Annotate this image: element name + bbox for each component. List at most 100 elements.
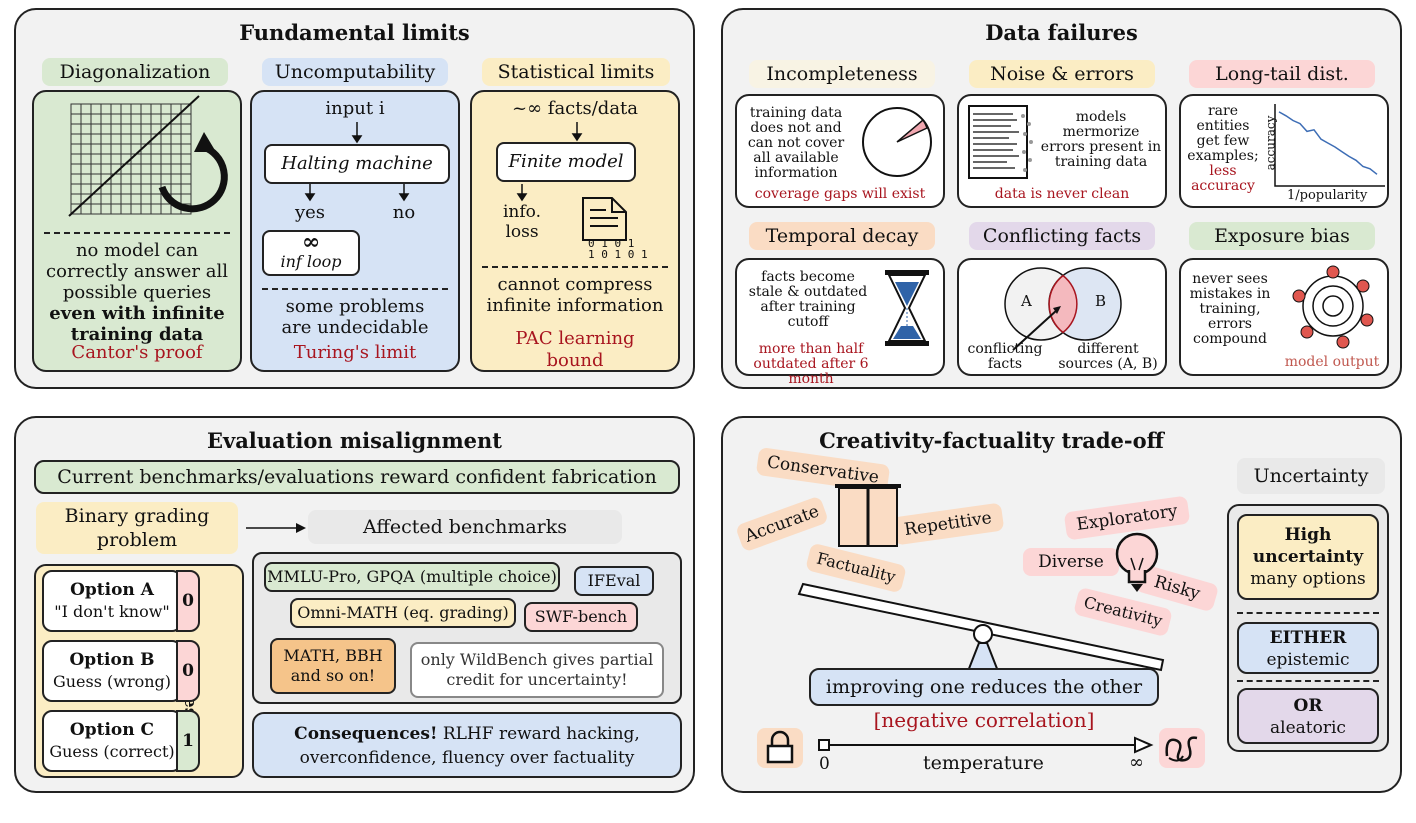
option-a-score: 0 bbox=[176, 570, 200, 632]
diagonalization-text: no model can correctly answer all possib… bbox=[38, 240, 236, 345]
temporal-card: facts become stale & outdated after trai… bbox=[735, 258, 945, 387]
eval-banner: Current benchmarks/evaluations reward co… bbox=[34, 460, 680, 494]
pie-icon bbox=[862, 107, 932, 177]
lightbulb-icon bbox=[1115, 532, 1159, 592]
affected-benchmarks-label: Affected benchmarks bbox=[308, 510, 622, 544]
noise-card: models mermorize errors present in train… bbox=[957, 94, 1167, 208]
lock-icon bbox=[757, 728, 803, 768]
panel-title: Creativity-factuality trade-off bbox=[819, 428, 1164, 453]
or-text: aleatoric bbox=[1270, 718, 1346, 738]
conflicting-card: A B conflicting facts different sources … bbox=[957, 258, 1167, 376]
book-icon bbox=[835, 484, 901, 547]
venn-diagram bbox=[1004, 267, 1122, 351]
creativity-panel: Creativity-factuality trade-off Conserva… bbox=[721, 416, 1402, 793]
high-bold: High uncertainty bbox=[1252, 525, 1364, 567]
diagonalization-bold: even with infinite training data bbox=[49, 303, 225, 345]
epistemic-box: EITHER epistemic bbox=[1237, 622, 1379, 674]
diagonalization-label: Diagonalization bbox=[42, 58, 228, 86]
longtail-xlabel: 1/popularity bbox=[1287, 188, 1368, 203]
divider bbox=[44, 232, 230, 234]
temporal-label: Temporal decay bbox=[749, 222, 935, 250]
temporal-note: more than half outdated after 6 month bbox=[753, 341, 869, 387]
uncertainty-label: Uncertainty bbox=[1237, 458, 1385, 494]
evaluation-panel: Evaluation misalignment Current benchmar… bbox=[14, 416, 695, 793]
no-label: no bbox=[392, 202, 416, 223]
fundamental-limits-panel: Fundamental limits Diagonalization no mo… bbox=[14, 8, 695, 389]
longtail-chart bbox=[1274, 104, 1385, 187]
statistical-text: cannot compress infinite information bbox=[486, 274, 664, 316]
high-text: many options bbox=[1250, 569, 1366, 589]
inf-loop-box: ∞ inf loop bbox=[262, 230, 360, 276]
chart-axes bbox=[1274, 104, 1385, 187]
statistical-card: ~∞ facts/data Finite model info. loss 0 … bbox=[470, 90, 680, 372]
option-b-card: Option B Guess (wrong) bbox=[42, 640, 182, 702]
option-c-score: 1 bbox=[176, 710, 200, 772]
option-sub: Guess (wrong) bbox=[52, 672, 172, 691]
either-text: epistemic bbox=[1266, 650, 1350, 670]
uncomputability-card: input i Halting machine yes no ∞ inf loo… bbox=[250, 90, 460, 372]
bench-swf: SWF-bench bbox=[524, 602, 638, 632]
bench-wild: only WildBench gives partial credit for … bbox=[410, 642, 664, 698]
temporal-text: facts become stale & outdated after trai… bbox=[748, 269, 868, 330]
either-bold: EITHER bbox=[1269, 628, 1347, 648]
option-sub: Guess (correct) bbox=[49, 742, 175, 761]
conflicting-right-label: different sources (A, B) bbox=[1058, 341, 1158, 372]
flow-arrows bbox=[516, 122, 583, 202]
infinity-icon: ∞ bbox=[301, 229, 321, 255]
noise-note: data is never clean bbox=[994, 186, 1130, 202]
yes-label: yes bbox=[294, 202, 326, 223]
divider bbox=[1237, 612, 1379, 614]
info-loss-label: info. loss bbox=[502, 202, 542, 242]
option-c-card: Option C Guess (correct) bbox=[42, 710, 182, 772]
longtail-ylabel: accuracy bbox=[1263, 115, 1278, 171]
finite-model-box: Finite model bbox=[496, 142, 636, 182]
compounding-cycle-icon bbox=[1292, 265, 1374, 349]
noise-label: Noise & errors bbox=[969, 60, 1155, 88]
conflicting-label: Conflicting facts bbox=[969, 222, 1155, 250]
option-title: Option A bbox=[70, 580, 154, 600]
improving-box: improving one reduces the other bbox=[809, 668, 1159, 706]
option-title: Option B bbox=[69, 650, 155, 670]
bench-omni: Omni-MATH (eq. grading) bbox=[290, 598, 516, 628]
diagonalization-body: no model can correctly answer all possib… bbox=[46, 240, 228, 303]
cantor-note: Cantor's proof bbox=[71, 342, 203, 363]
temperature-axis bbox=[818, 736, 1154, 754]
divider bbox=[482, 266, 668, 268]
panel-title: Fundamental limits bbox=[239, 20, 470, 45]
longtail-note: less accuracy bbox=[1191, 163, 1255, 194]
incompleteness-text: training data does not and can not cover… bbox=[747, 105, 845, 181]
bits-label: 0 1 0 1 1 0 1 0 1 bbox=[588, 237, 648, 261]
bench-math: MATH, BBH and so on! bbox=[270, 638, 396, 694]
halting-machine-box: Halting machine bbox=[264, 144, 450, 184]
option-a-card: Option A "I don't know" bbox=[42, 570, 182, 632]
panel-title: Data failures bbox=[985, 20, 1138, 45]
consequences-bold: Consequences! bbox=[294, 724, 438, 744]
longtail-card: rare entities get few examples; less acc… bbox=[1179, 94, 1389, 208]
accuracy-series-line bbox=[1278, 111, 1378, 175]
divider bbox=[1237, 680, 1379, 682]
input-label: input i bbox=[325, 98, 385, 119]
flow-arrows bbox=[304, 122, 410, 202]
incompleteness-card: training data does not and can not cover… bbox=[735, 94, 945, 208]
source-b: B bbox=[1095, 292, 1107, 310]
document-icon bbox=[582, 197, 627, 241]
incompleteness-note: coverage gaps will exist bbox=[754, 186, 926, 202]
consequences-box: Consequences! RLHF reward hacking, overc… bbox=[252, 712, 682, 778]
source-a: A bbox=[1021, 292, 1032, 310]
option-title: Option C bbox=[69, 720, 155, 740]
data-failures-panel: Data failures Incompleteness Noise & err… bbox=[721, 8, 1402, 389]
turing-note: Turing's limit bbox=[293, 342, 417, 363]
diverse-tag: Diverse bbox=[1023, 548, 1119, 576]
pac-note: PAC learning bound bbox=[515, 328, 635, 371]
incompleteness-label: Incompleteness bbox=[749, 60, 935, 88]
or-bold: OR bbox=[1293, 696, 1323, 716]
noise-text: models mermorize errors present in train… bbox=[1040, 109, 1162, 170]
inf-loop-label: inf loop bbox=[280, 252, 342, 271]
temperature-infinity: ∞ bbox=[1129, 752, 1144, 773]
divider bbox=[262, 288, 448, 290]
conflicting-left-label: conflicting facts bbox=[967, 341, 1043, 372]
exposure-label: Exposure bias bbox=[1189, 222, 1375, 250]
longtail-body: rare entities get few examples; bbox=[1187, 103, 1259, 164]
negative-correlation: [negative correlation] bbox=[873, 708, 1095, 732]
option-b-score: 0 bbox=[176, 640, 200, 702]
